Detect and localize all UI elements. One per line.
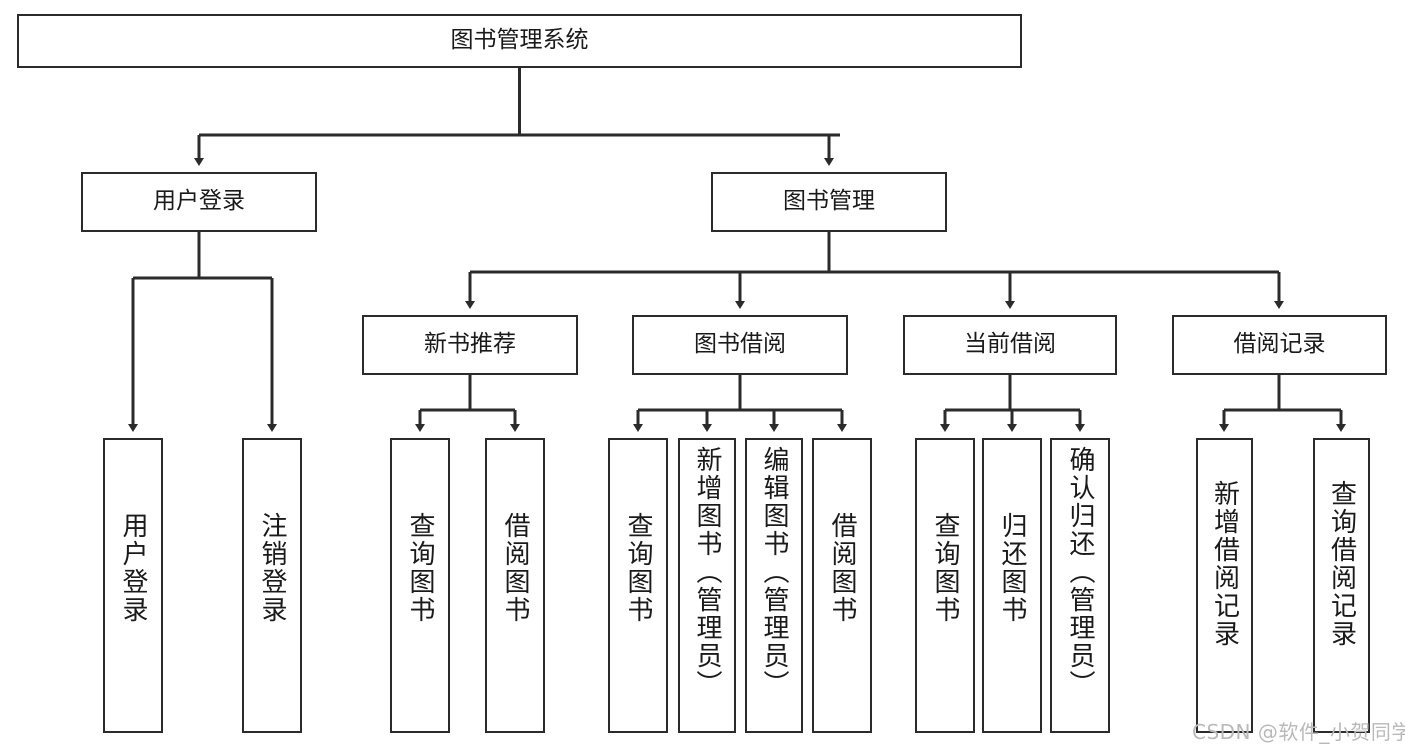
leaf-query-book-recommend-label: 查询图书: [405, 512, 435, 624]
leaf-user-login[interactable]: 用户登录: [103, 438, 163, 733]
leaf-borrow-book[interactable]: 借阅图书: [812, 438, 872, 733]
leaf-query-book-current[interactable]: 查询图书: [915, 438, 975, 733]
leaf-add-borrow-record[interactable]: 新增借阅记录: [1196, 438, 1253, 733]
node-book-borrow[interactable]: 图书借阅: [632, 315, 848, 375]
leaf-edit-book-admin[interactable]: 编辑图书（管理员）: [745, 438, 803, 733]
leaf-query-book-borrow-label: 查询图书: [623, 512, 653, 624]
leaf-borrow-book-recommend-label: 借阅图书: [500, 512, 530, 624]
leaf-add-borrow-record-label: 新增借阅记录: [1209, 480, 1240, 648]
node-new-book-recommend[interactable]: 新书推荐: [362, 315, 578, 375]
leaf-return-book[interactable]: 归还图书: [982, 438, 1042, 733]
node-user-login[interactable]: 用户登录: [81, 172, 317, 232]
node-user-login-label: 用户登录: [153, 188, 245, 215]
node-book-management-label: 图书管理: [783, 188, 875, 215]
node-borrow-records[interactable]: 借阅记录: [1172, 315, 1387, 375]
node-book-management[interactable]: 图书管理: [711, 172, 947, 232]
leaf-query-book-recommend[interactable]: 查询图书: [390, 438, 450, 733]
node-borrow-records-label: 借阅记录: [1233, 331, 1326, 358]
node-new-book-recommend-label: 新书推荐: [424, 331, 516, 358]
leaf-query-book-current-label: 查询图书: [930, 512, 960, 624]
node-current-borrow[interactable]: 当前借阅: [903, 315, 1117, 375]
node-book-borrow-label: 图书借阅: [694, 331, 786, 358]
leaf-confirm-return-admin[interactable]: 确认归还（管理员）: [1050, 438, 1110, 733]
node-root-label: 图书管理系统: [450, 27, 589, 54]
node-root[interactable]: 图书管理系统: [17, 14, 1022, 68]
leaf-logout[interactable]: 注销登录: [242, 438, 302, 733]
leaf-confirm-return-admin-label: 确认归还（管理员）: [1065, 446, 1095, 698]
leaf-edit-book-admin-label: 编辑图书（管理员）: [759, 446, 789, 698]
leaf-query-borrow-record[interactable]: 查询借阅记录: [1313, 438, 1370, 733]
leaf-borrow-book-label: 借阅图书: [827, 512, 857, 624]
node-current-borrow-label: 当前借阅: [964, 331, 1056, 358]
leaf-borrow-book-recommend[interactable]: 借阅图书: [485, 438, 545, 733]
leaf-return-book-label: 归还图书: [997, 512, 1027, 624]
leaf-user-login-label: 用户登录: [118, 512, 148, 624]
leaf-query-borrow-record-label: 查询借阅记录: [1326, 480, 1357, 648]
leaf-add-book-admin[interactable]: 新增图书（管理员）: [678, 438, 736, 733]
leaf-add-book-admin-label: 新增图书（管理员）: [692, 446, 722, 698]
leaf-logout-label: 注销登录: [257, 512, 287, 624]
watermark: CSDN @软件_小贺同学: [1192, 720, 1405, 744]
leaf-query-book-borrow[interactable]: 查询图书: [608, 438, 668, 733]
